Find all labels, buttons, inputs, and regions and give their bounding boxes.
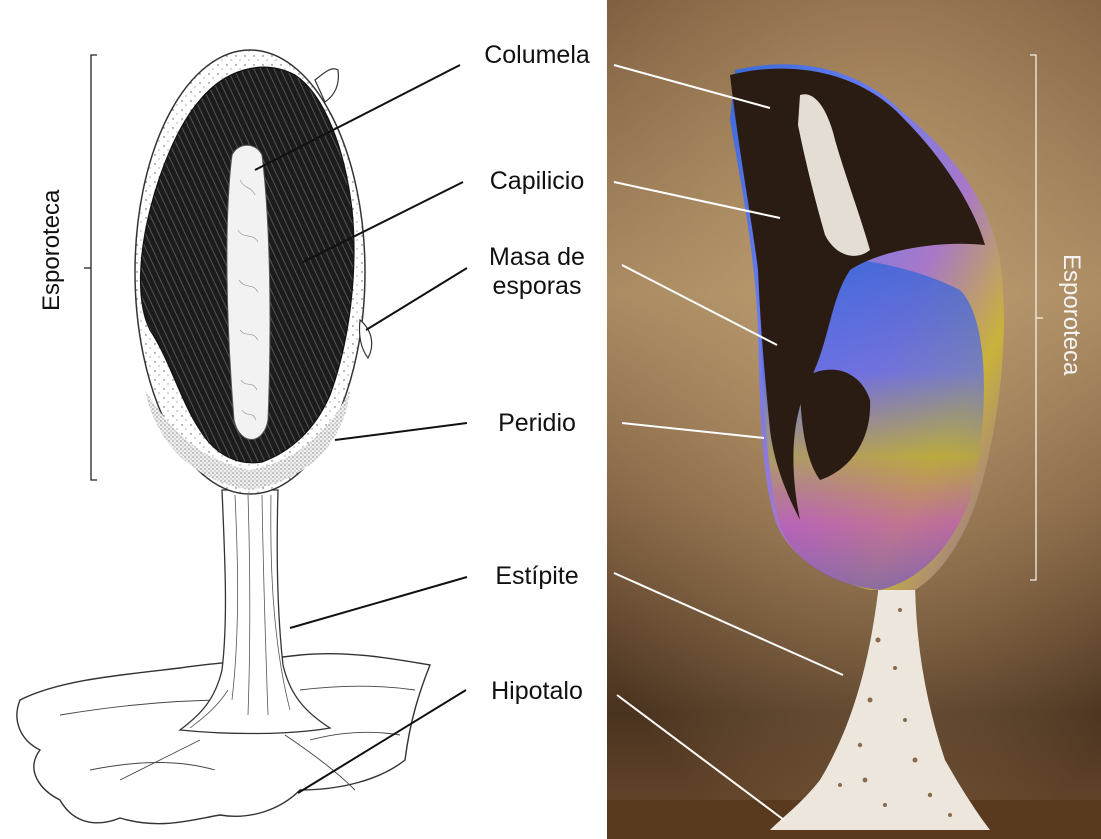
label-hipotalo: Hipotalo (462, 677, 612, 706)
label-estipite: Estípite (462, 562, 612, 591)
label-masa-line-1: Masa de (462, 243, 612, 272)
leader-peridio-drawing (335, 423, 467, 440)
label-peridio: Peridio (462, 409, 612, 438)
label-esporoteca-right: Esporoteca (1056, 254, 1086, 374)
label-masa-line-2: esporas (462, 272, 612, 301)
sporangium-drawing (17, 50, 430, 824)
label-masa-de-esporas: Masa de esporas (462, 243, 612, 301)
drawing-columella (227, 145, 270, 439)
label-esporoteca-left: Esporoteca (37, 191, 67, 311)
left-sporotheca-bracket (84, 55, 97, 480)
label-capilicio: Capilicio (462, 167, 612, 196)
leader-masa-drawing (366, 268, 467, 330)
label-columela: Columela (462, 41, 612, 70)
leader-estipite-drawing (290, 577, 467, 628)
sporangium-photo (607, 0, 1101, 839)
